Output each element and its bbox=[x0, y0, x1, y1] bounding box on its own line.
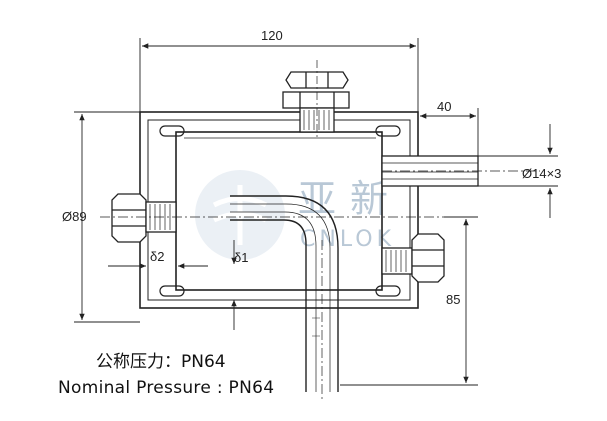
dimension-body-diameter bbox=[74, 111, 140, 323]
watermark-cn: 亚新 bbox=[298, 177, 402, 221]
caption-cn: 公称压力：PN64 bbox=[96, 352, 226, 372]
right-bolt bbox=[381, 233, 445, 283]
left-bolt bbox=[111, 193, 177, 243]
label-height-right: 85 bbox=[446, 292, 460, 307]
label-body-diameter: Ø89 bbox=[62, 209, 87, 224]
top-bolt bbox=[282, 60, 350, 140]
watermark-logo-mark bbox=[212, 185, 268, 245]
dimension-tube-size bbox=[478, 124, 558, 218]
caption-en: Nominal Pressure : PN64 bbox=[58, 378, 275, 398]
bent-tube-outer bbox=[230, 195, 339, 392]
top-bolt-nut bbox=[282, 91, 350, 109]
label-gap-inner: δ1 bbox=[234, 250, 248, 265]
label-offset-right: 40 bbox=[437, 99, 451, 114]
bent-tube bbox=[230, 195, 339, 392]
watermark: 亚新 CNLOK bbox=[195, 170, 402, 260]
right-bolt-head bbox=[411, 233, 445, 283]
slot-top-right bbox=[375, 125, 401, 137]
left-bolt-head bbox=[111, 193, 147, 243]
bent-tube-inner bbox=[230, 219, 307, 392]
centerlines bbox=[100, 170, 540, 400]
bent-tube-mid-1 bbox=[230, 203, 331, 392]
slot-top-left bbox=[159, 125, 185, 137]
slot-bottom-left bbox=[159, 285, 185, 297]
label-width-top: 120 bbox=[261, 28, 283, 43]
dimension-height-right bbox=[340, 216, 478, 386]
label-tube-size: Ø14×3 bbox=[522, 166, 561, 181]
bent-tube-mid-2 bbox=[230, 211, 317, 392]
watermark-en: CNLOK bbox=[300, 227, 395, 252]
dimension-offset-right bbox=[420, 108, 479, 156]
right-bolt-shank bbox=[381, 247, 413, 275]
right-bolt-thread bbox=[385, 250, 407, 272]
mounting-plate bbox=[139, 111, 419, 309]
bent-tube-hatch bbox=[312, 299, 320, 337]
dimension-width-top bbox=[139, 38, 419, 112]
top-bolt-thread bbox=[303, 110, 330, 130]
slot-bottom-right bbox=[375, 285, 401, 297]
label-gap-left: δ2 bbox=[150, 249, 164, 264]
